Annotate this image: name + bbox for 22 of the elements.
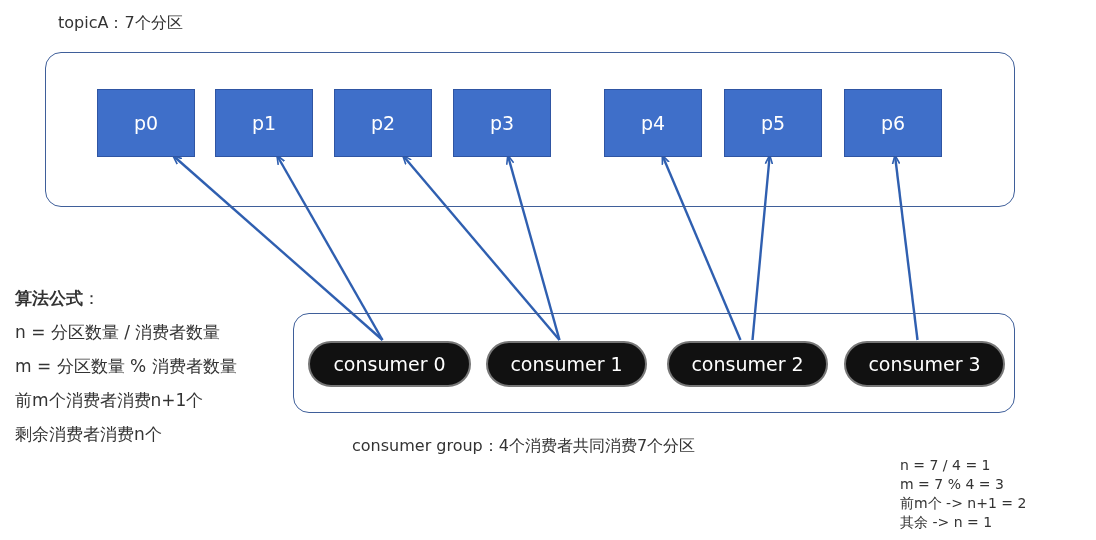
example-text: 其余 -> n = 1	[900, 515, 993, 531]
partition-box: p4	[604, 89, 702, 157]
partition-box: p1	[215, 89, 313, 157]
heading: consumer group：4个消费者共同消费7个分区	[352, 436, 696, 457]
heading: topicA：7个分区	[58, 13, 183, 34]
consumer-pill: consumer 0	[308, 341, 471, 387]
formula-text: 前m个消费者消费n+1个	[15, 391, 204, 410]
example-text: 前m个 -> n+1 = 2	[900, 496, 1027, 512]
formula-text: 剩余消费者消费n个	[15, 425, 162, 444]
formula-heading: 算法公式：	[15, 289, 100, 308]
partition-box: p2	[334, 89, 432, 157]
partition-box: p6	[844, 89, 942, 157]
partition-box: p5	[724, 89, 822, 157]
example-text: n = 7 / 4 = 1	[900, 458, 991, 474]
consumer-pill: consumer 3	[844, 341, 1005, 387]
partition-box: p0	[97, 89, 195, 157]
consumer-pill: consumer 2	[667, 341, 828, 387]
consumer-pill: consumer 1	[486, 341, 647, 387]
partition-box: p3	[453, 89, 551, 157]
example-text: m = 7 % 4 = 3	[900, 477, 1004, 493]
formula-text: m = 分区数量 % 消费者数量	[15, 357, 237, 376]
formula-text: n = 分区数量 / 消费者数量	[15, 323, 221, 342]
